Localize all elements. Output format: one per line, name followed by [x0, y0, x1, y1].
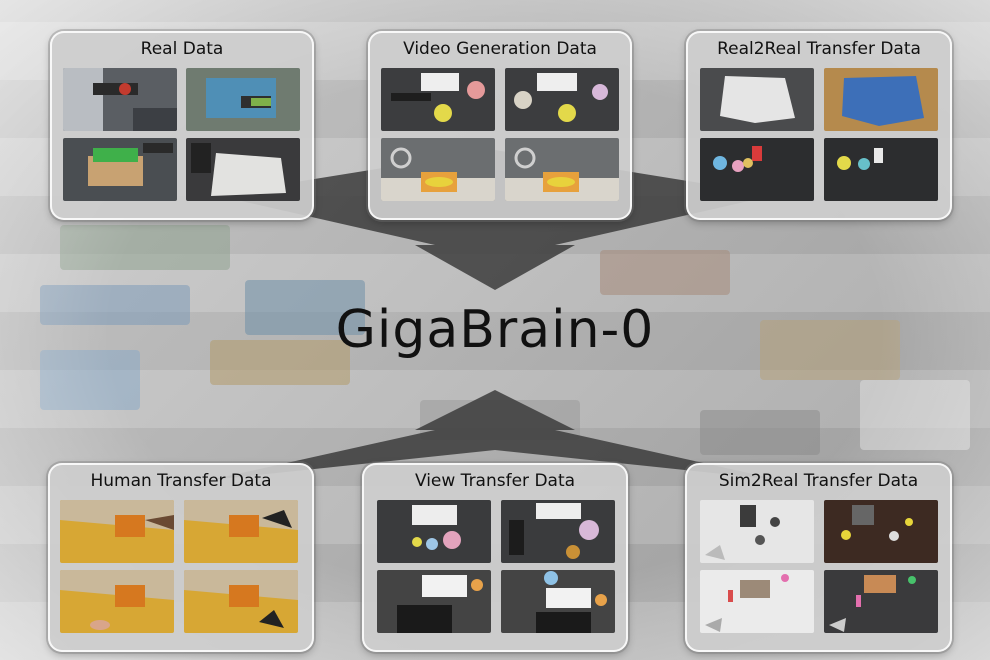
thumbnail-view-gripper-2 — [501, 570, 615, 633]
thumbnail-robot-arm — [63, 68, 177, 131]
thumbnail-blue-table — [186, 68, 300, 131]
panel-real2real-transfer-data: Real2Real Transfer Data — [686, 31, 952, 220]
thumbnail-human-bag — [60, 500, 174, 563]
panel-title: View Transfer Data — [414, 471, 576, 491]
thumbnail-basket-plates — [381, 68, 495, 131]
panel-human-transfer-data: Human Transfer Data — [48, 463, 314, 652]
thumbnail-human-bag-2 — [60, 570, 174, 633]
thumbnail-white-shirt — [700, 68, 814, 131]
thumbnail-sim-box-light — [700, 570, 814, 633]
thumbnail-green-box — [63, 138, 177, 201]
thumbnail-robot-bag-2 — [184, 570, 298, 633]
thumbnail-white-cloth — [186, 138, 300, 201]
thumbnail-sim-light — [700, 500, 814, 563]
thumbnail-sim-dark — [824, 500, 938, 563]
thumbnail-view-basket-2 — [501, 500, 615, 563]
main-title: GigaBrain-0 — [335, 300, 655, 360]
thumbnail-banana-tray-2 — [505, 138, 619, 201]
panel-view-transfer-data: View Transfer Data — [362, 463, 628, 652]
thumbnail-sim-box-dark — [824, 570, 938, 633]
panel-real-data: Real Data — [50, 31, 314, 220]
thumbnail-robot-bag — [184, 500, 298, 563]
panel-title: Video Generation Data — [403, 39, 597, 59]
thumbnail-view-gripper — [377, 570, 491, 633]
panel-sim2real-transfer-data: Sim2Real Transfer Data — [685, 463, 952, 652]
thumbnail-cups-dark — [700, 138, 814, 201]
panel-title: Human Transfer Data — [90, 471, 272, 491]
panel-title: Real2Real Transfer Data — [717, 39, 921, 59]
panel-title: Real Data — [140, 39, 224, 59]
up-arrow — [210, 390, 780, 480]
thumbnail-basket-plates-2 — [505, 68, 619, 131]
thumbnail-blue-shirt — [824, 68, 938, 131]
down-arrow — [215, 150, 775, 290]
panel-title: Sim2Real Transfer Data — [718, 471, 919, 491]
thumbnail-banana-tray — [381, 138, 495, 201]
thumbnail-cups-dark-2 — [824, 138, 938, 201]
panel-video-generation-data: Video Generation Data — [368, 31, 632, 220]
thumbnail-view-basket — [377, 500, 491, 563]
